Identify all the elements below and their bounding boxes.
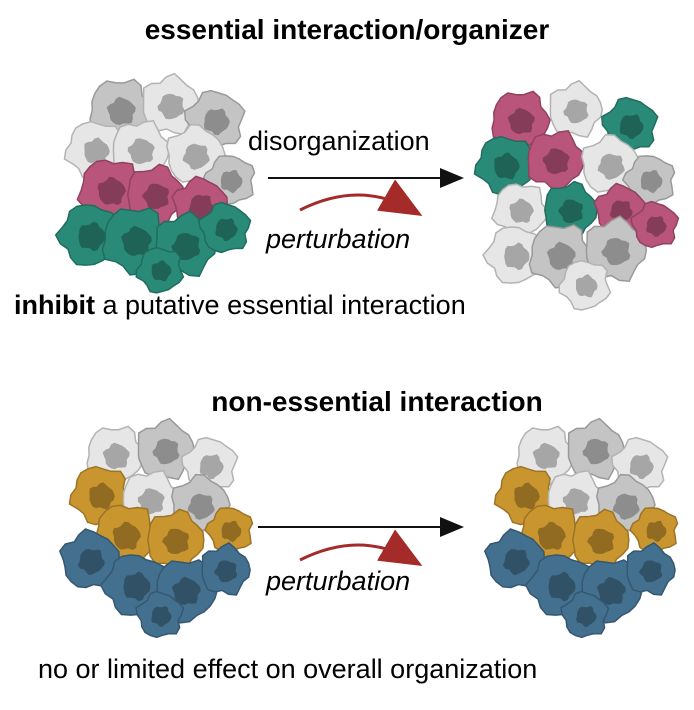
cell-nucleus [612,493,640,520]
cell-nucleus [112,521,141,550]
cell-nucleus [629,454,654,480]
cell-nucleus [639,560,663,583]
cell-nucleus [127,138,155,165]
cell-nucleus [596,576,626,605]
cell-nucleus [514,482,540,510]
top-perturbation-label: perturbation [266,224,411,254]
cell-nucleus [509,198,534,223]
bottom-curved-perturbation-arrow [299,529,423,566]
cell-cluster-layered-before [58,417,254,639]
cell-nucleus [182,143,210,170]
cell-cluster-layered-after [483,417,679,639]
caption-rest-text: a putative essential interaction [94,290,466,320]
cell-nucleus [609,200,633,224]
cell-nucleus [220,170,243,194]
cell-nucleus [89,482,115,510]
cell-nucleus [204,108,230,136]
cell-nucleus [532,442,560,470]
cell-nucleus [97,176,126,205]
cell-nucleus [619,114,644,140]
cell-nucleus [102,442,130,470]
cell-nucleus [162,528,189,554]
cell-nucleus [563,99,589,124]
cell-nucleus [646,216,667,237]
cell-nucleus [502,549,530,576]
caption-inhibit-word: inhibit [14,290,95,320]
cell-nucleus [120,225,152,256]
cell-nucleus [576,606,597,627]
cell-nucleus [548,571,576,602]
cell-nucleus [494,152,520,180]
cell-nucleus [507,107,535,135]
cell-nucleus [171,233,201,261]
cell-nucleus [77,549,105,576]
cell-nucleus [188,194,214,220]
cell-nucleus [537,521,566,550]
cell-nucleus [151,260,172,282]
cell-nucleus [137,488,165,515]
bottom-caption: no or limited effect on overall organiza… [38,654,538,684]
cell-nucleus [542,148,570,175]
top-caption: inhibit a putative essential interaction [14,290,466,321]
cell-nucleus [221,520,242,543]
cell-nucleus [152,438,180,465]
cell-nucleus [84,137,110,165]
cell-nucleus [587,528,614,554]
top-panel-title: essential interaction/organizer [144,14,550,45]
disorganization-label: disorganization [248,126,430,156]
cell-nucleus [151,606,172,627]
cell-nucleus [601,238,631,266]
cell-cluster-disorganized [473,79,680,311]
cell-cluster-organized [54,72,256,294]
cell-nucleus [646,520,667,543]
cell-nucleus [123,571,151,602]
top-curved-perturbation-arrow [299,179,423,216]
cell-nucleus [582,438,610,465]
cell-nucleus [187,493,215,520]
cell-nucleus [171,576,201,605]
cell-nucleus [106,96,136,126]
cell-nucleus [78,221,106,252]
cell-nucleus [576,274,598,298]
cell-nucleus [142,183,169,209]
bottom-panel-title: non-essential interaction [211,386,543,417]
cell-nucleus [562,488,590,515]
cell-nucleus [504,242,530,271]
cell-nucleus [215,218,238,241]
cell-nucleus [557,199,583,223]
bottom-perturbation-label: perturbation [266,566,411,596]
cell-nucleus [157,93,185,120]
cell-nucleus [640,170,663,194]
cell-nucleus [597,153,625,180]
cell-nucleus [199,454,224,480]
cell-nucleus [214,560,238,583]
cell-nucleus [546,241,576,270]
